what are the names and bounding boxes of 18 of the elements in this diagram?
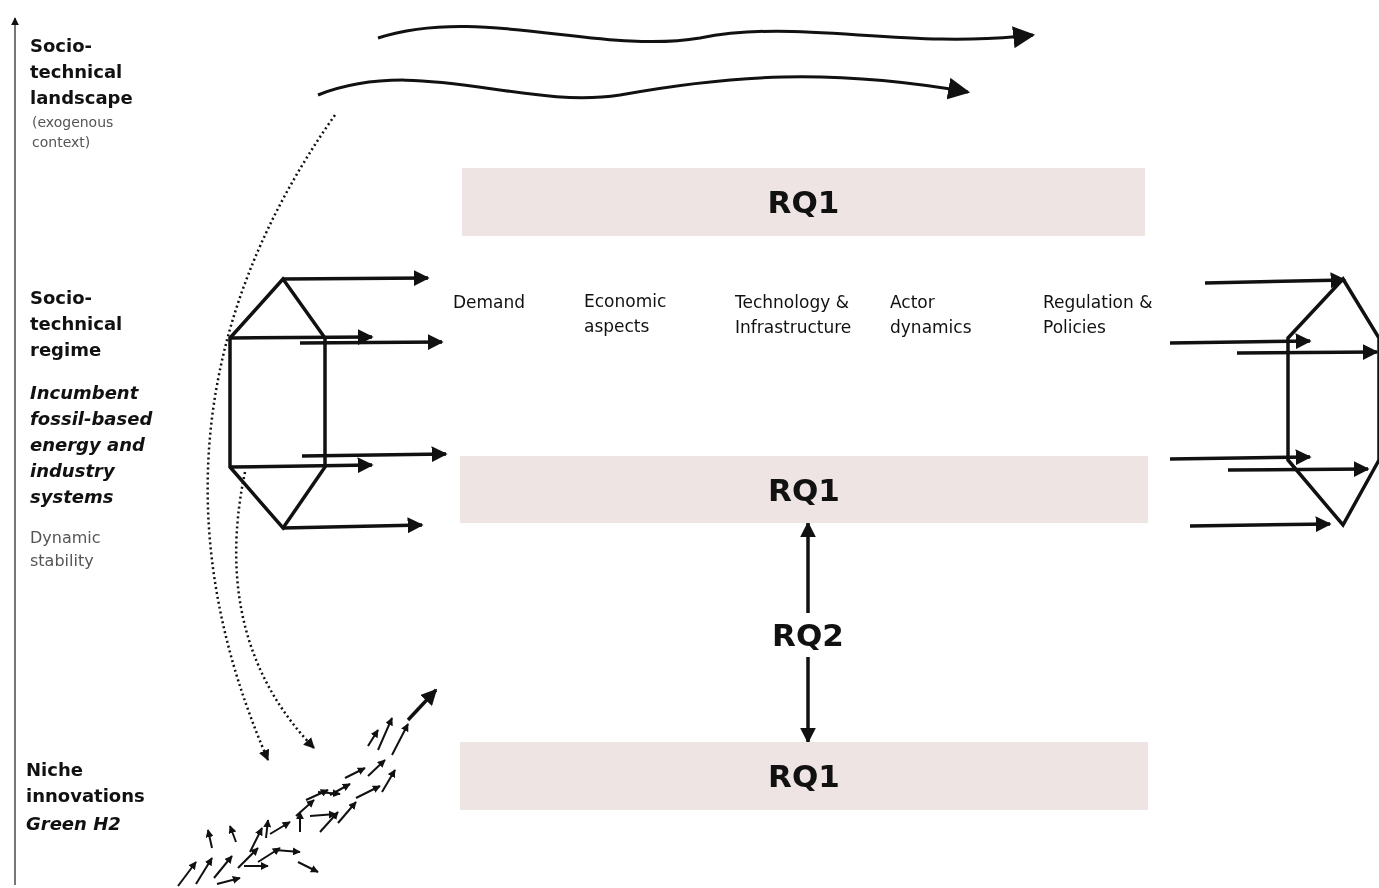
niche-description: Green H2: [26, 812, 122, 836]
layer-heading: Socio-technical landscape: [30, 34, 134, 111]
layer-heading: Socio-technical regime: [30, 286, 124, 363]
dimension-label: Economic aspects: [584, 290, 668, 338]
dimension-label: Technology & Infrastructure: [735, 291, 853, 339]
arrow: [800, 657, 816, 744]
note-text: Dynamic stability: [30, 527, 102, 573]
research-question-label: RQ2: [760, 617, 856, 653]
note-text: (exogenous context): [32, 113, 115, 153]
dimension-label: Regulation & Policies: [1043, 291, 1154, 339]
dimension-label: Demand: [453, 291, 527, 314]
layer-heading: Niche innovations: [26, 758, 146, 809]
regime-description: Incumbent fossil-based energy and industry systems: [30, 381, 154, 510]
dimension-label: Actor dynamics: [890, 291, 973, 339]
arrow: [800, 521, 816, 613]
research-question-band: RQ1: [460, 456, 1148, 523]
research-question-band: RQ1: [460, 742, 1148, 810]
research-question-band: RQ1: [462, 168, 1145, 236]
